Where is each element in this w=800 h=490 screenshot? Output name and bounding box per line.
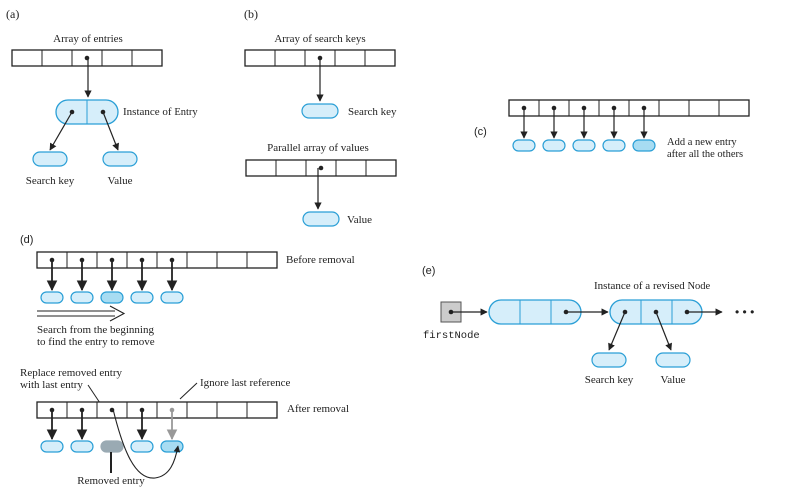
e-key-arrow xyxy=(608,311,626,351)
a-search-key-pill xyxy=(32,151,68,167)
a-value-arrow xyxy=(102,111,119,151)
entry-instance-label: Instance of xyxy=(123,106,172,118)
e-value-label: Value xyxy=(660,374,685,386)
values-array-ref-dot xyxy=(318,165,324,171)
d-replace-line1: Replace removed entry xyxy=(20,367,123,379)
c-entry-pill xyxy=(542,139,566,152)
panel-c: (c) Add a new entry after all the others xyxy=(474,99,750,160)
d-search-line2: to find the entry to remove xyxy=(37,336,155,348)
d-replace-line2: with last entry xyxy=(20,379,83,391)
moved-entry-curve xyxy=(112,408,181,479)
search-direction-arrow xyxy=(37,305,126,322)
svg-text:Instance of a revised Node: Instance of a revised Node xyxy=(594,280,711,292)
b-search-key-label: Search key xyxy=(348,106,397,118)
a-key-arrow xyxy=(49,111,73,151)
before-removal-array xyxy=(36,251,278,269)
panel-b: (b) Array of search keys Search key Para… xyxy=(244,7,397,227)
d-before-entry-pill xyxy=(100,291,124,304)
ignore-pointer-line xyxy=(179,382,198,400)
panel-b-tag: (b) xyxy=(244,7,258,21)
a-value-label: Value xyxy=(107,175,132,187)
b-value-label: Value xyxy=(347,214,372,226)
values-array xyxy=(245,159,397,177)
c-entry-pill xyxy=(512,139,536,152)
panel-b-values-title: Parallel array of values xyxy=(267,142,369,154)
svg-text:Instance of Entry: Instance of Entry xyxy=(123,106,198,118)
b-value-pill xyxy=(302,211,340,227)
panel-e-tag: (e) xyxy=(422,265,435,277)
d-search-line1: Search from the beginning xyxy=(37,324,154,336)
before-removal-pills xyxy=(40,260,184,304)
c-entry-pills xyxy=(512,108,656,152)
first-node-label: firstNode xyxy=(423,330,480,342)
c-entry-pill xyxy=(632,139,656,152)
panel-e: (e) Instance of a revised Node firstNode… xyxy=(422,265,754,386)
a-search-key-label: Search key xyxy=(26,175,75,187)
c-entry-pill xyxy=(602,139,626,152)
b-search-key-pill xyxy=(301,103,339,119)
e-value-pill xyxy=(655,352,691,368)
d-after-entry-pill xyxy=(100,440,124,453)
d-before-entry-pill xyxy=(160,291,184,304)
e-search-key-label: Search key xyxy=(585,374,634,386)
c-entry-pill xyxy=(572,139,596,152)
a-value-pill xyxy=(102,151,138,167)
continuation-ellipsis: • • • xyxy=(735,305,754,319)
d-after-entry-pill xyxy=(160,440,184,453)
replace-pointer-line xyxy=(87,384,101,404)
d-ignore-label: Ignore last reference xyxy=(200,377,291,389)
panel-d: (d) Before removal Search from the begin… xyxy=(20,234,355,487)
panel-a: (a) Array of entries Instance of Entry S… xyxy=(6,7,198,187)
entry-class-name: Entry xyxy=(174,107,198,118)
d-before-entry-pill xyxy=(40,291,64,304)
panel-b-keys-title: Array of search keys xyxy=(274,33,365,45)
c-note-line1: Add a new entry xyxy=(667,137,737,148)
panel-c-tag: (c) xyxy=(474,126,487,138)
d-after-entry-pill xyxy=(40,440,64,453)
panel-a-tag: (a) xyxy=(6,7,19,21)
panel-d-tag: (d) xyxy=(20,234,33,246)
panel-a-array-title: Array of entries xyxy=(53,33,123,45)
e-value-arrow xyxy=(655,311,672,351)
c-note-line2: after all the others xyxy=(667,149,743,160)
entries-array xyxy=(11,49,163,67)
after-removal-array xyxy=(36,401,278,419)
d-after-label: After removal xyxy=(287,403,349,415)
d-before-label: Before removal xyxy=(286,254,355,266)
d-before-entry-pill xyxy=(70,291,94,304)
d-removed-label: Removed entry xyxy=(77,475,145,487)
d-before-entry-pill xyxy=(130,291,154,304)
d-after-entry-pill xyxy=(130,440,154,453)
e-search-key-pill xyxy=(591,352,627,368)
e-instance-class: Node xyxy=(687,281,710,292)
c-entries-array xyxy=(508,99,750,117)
e-instance-label: Instance of a revised xyxy=(594,280,685,292)
entries-array-ref-dot xyxy=(84,55,90,61)
d-after-entry-pill xyxy=(70,440,94,453)
entry-instance-node xyxy=(55,99,119,125)
after-removal-pills xyxy=(40,410,184,453)
